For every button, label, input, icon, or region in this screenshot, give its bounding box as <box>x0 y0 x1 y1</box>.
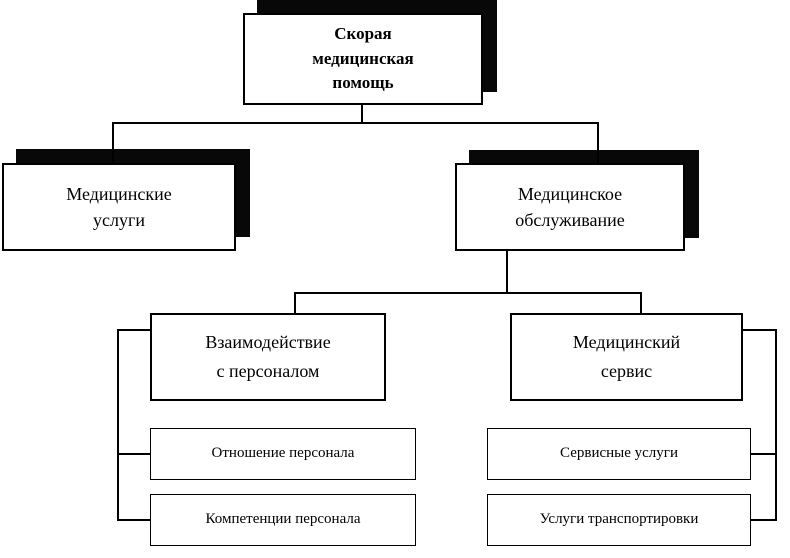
connector-line <box>597 122 599 164</box>
connector-line <box>294 292 296 314</box>
connector-line <box>361 105 363 124</box>
medical-services-node: Медицинские услуги <box>2 163 236 251</box>
connector-line <box>117 453 152 455</box>
connector-line <box>775 329 777 521</box>
connector-line <box>750 453 777 455</box>
service-offerings-node: Сервисные услуги <box>487 428 751 480</box>
connector-line <box>294 292 642 294</box>
connector-line <box>640 292 642 314</box>
staff-attitude-node: Отношение персонала <box>150 428 416 480</box>
medical-service-node: Медицинский сервис <box>510 313 743 401</box>
connector-line <box>750 519 777 521</box>
connector-line <box>506 251 508 294</box>
connector-line <box>117 329 152 331</box>
connector-line <box>742 329 777 331</box>
connector-line <box>112 122 114 164</box>
connector-line <box>117 329 119 521</box>
root-node: Скорая медицинская помощь <box>243 13 483 105</box>
connector-line <box>112 122 599 124</box>
connector-line <box>117 519 152 521</box>
staff-interaction-node: Взаимодействие с персоналом <box>150 313 386 401</box>
transport-services-node: Услуги транспортировки <box>487 494 751 546</box>
staff-competence-node: Компетенции персонала <box>150 494 416 546</box>
medical-care-node: Медицинское обслуживание <box>455 163 685 251</box>
